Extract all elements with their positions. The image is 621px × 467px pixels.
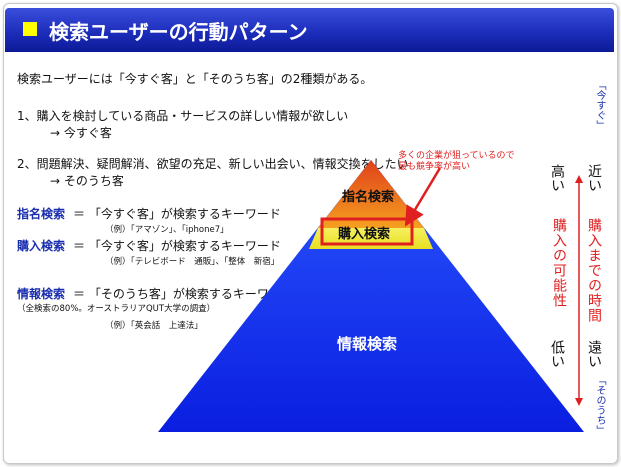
keyword-desc-shimei: ＝ 「今すぐ客」が検索するキーワード bbox=[73, 207, 281, 221]
label-far: 遠い bbox=[586, 340, 602, 368]
keyword-desc-joho: ＝ 「そのうち客」が検索するキーワード bbox=[73, 287, 293, 301]
keyword-example-konyu: （例）「テレビボード 通販」、「整体 新宿」 bbox=[105, 257, 280, 267]
callout-text: 多くの企業が狙っているので 最も競争率が高い bbox=[398, 151, 515, 173]
keyword-example-joho: （例）「英会話 上達法」 bbox=[105, 321, 203, 331]
pyramid-label-middle: 購入検索 bbox=[338, 227, 391, 242]
slide-frame bbox=[3, 3, 618, 464]
axis-arrow-up bbox=[575, 175, 583, 183]
title-bullet-square bbox=[23, 22, 37, 36]
keyword-example-shimei: （例）「アマゾン」、「iphone7」 bbox=[105, 225, 229, 235]
item-2-sub: → そのうち客 bbox=[50, 174, 124, 188]
keyword-term-shimei: 指名検索 bbox=[17, 207, 66, 221]
label-high: 高い bbox=[549, 164, 565, 192]
item-1-sub: → 今すぐ客 bbox=[50, 126, 112, 140]
keyword-term-konyu: 購入検索 bbox=[17, 239, 66, 253]
item-2-text: 2、問題解決、疑問解消、欲望の充足、新しい出会い、情報交換をしたい bbox=[17, 157, 409, 171]
pyramid-shape bbox=[158, 160, 584, 432]
pyramid-top-segment bbox=[318, 160, 424, 228]
callout-arrow bbox=[404, 167, 442, 227]
label-purchase-possibility: 購入の可能性 bbox=[551, 218, 567, 308]
label-later: 「そのうち」 bbox=[594, 375, 605, 435]
callout-line-1: 多くの企業が狙っているので bbox=[398, 151, 515, 161]
keyword-note-joho: （全検索の80%。オーストラリアQUT大学の調査） bbox=[17, 304, 216, 314]
pyramid-label-bottom: 情報検索 bbox=[337, 335, 398, 353]
item-1-text: 1、購入を検討している商品・サービスの詳しい情報が欲しい bbox=[17, 109, 349, 123]
purchase-search-highlight-box bbox=[320, 217, 414, 246]
pyramid-label-top: 指名検索 bbox=[342, 190, 395, 205]
label-now: 「今すぐ」 bbox=[594, 80, 605, 130]
title-bar: 検索ユーザーの行動パターン bbox=[5, 8, 614, 52]
label-low: 低い bbox=[549, 340, 565, 368]
slide-title: 検索ユーザーの行動パターン bbox=[49, 20, 308, 44]
axis-arrow-down bbox=[575, 398, 583, 406]
keyword-term-joho: 情報検索 bbox=[17, 287, 66, 301]
keyword-desc-konyu: ＝ 「今すぐ客」が検索するキーワード bbox=[73, 239, 281, 253]
intro-text: 検索ユーザーには「今すぐ客」と「そのうち客」の2種類がある。 bbox=[17, 72, 373, 86]
label-near: 近い bbox=[586, 164, 602, 192]
callout-line-2: 最も競争率が高い bbox=[398, 162, 471, 172]
label-time-to-purchase: 購入までの時間 bbox=[586, 218, 602, 323]
